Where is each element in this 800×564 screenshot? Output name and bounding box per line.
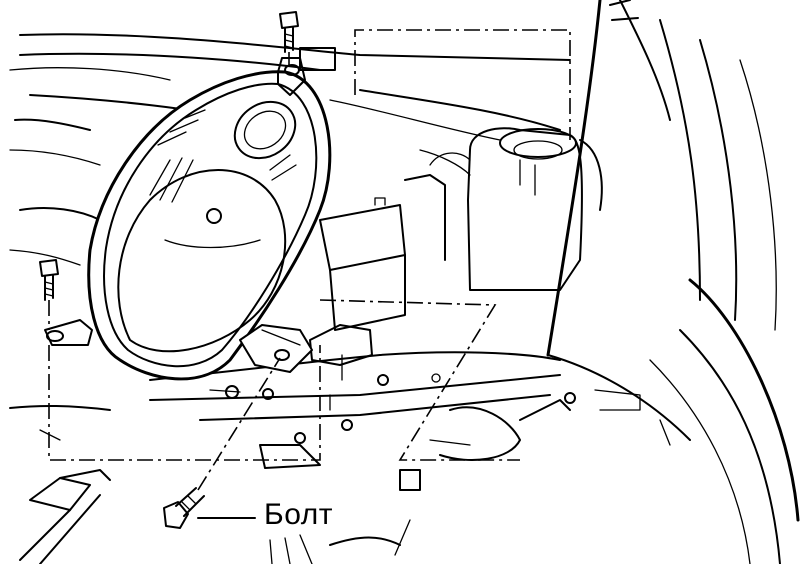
headlamp-assembly [44,57,332,381]
lower-bolt [163,487,205,529]
left-bolt [39,259,59,301]
body-panel-lines [9,33,571,441]
top-bolt [279,11,299,53]
bolt-callout-label: Болт [264,498,333,531]
lower-left-bracket [19,469,421,564]
fender-wheel-arch [546,0,800,564]
battery [309,197,406,366]
assembly-guide-lines [48,29,571,491]
reservoir-tank [404,127,583,291]
